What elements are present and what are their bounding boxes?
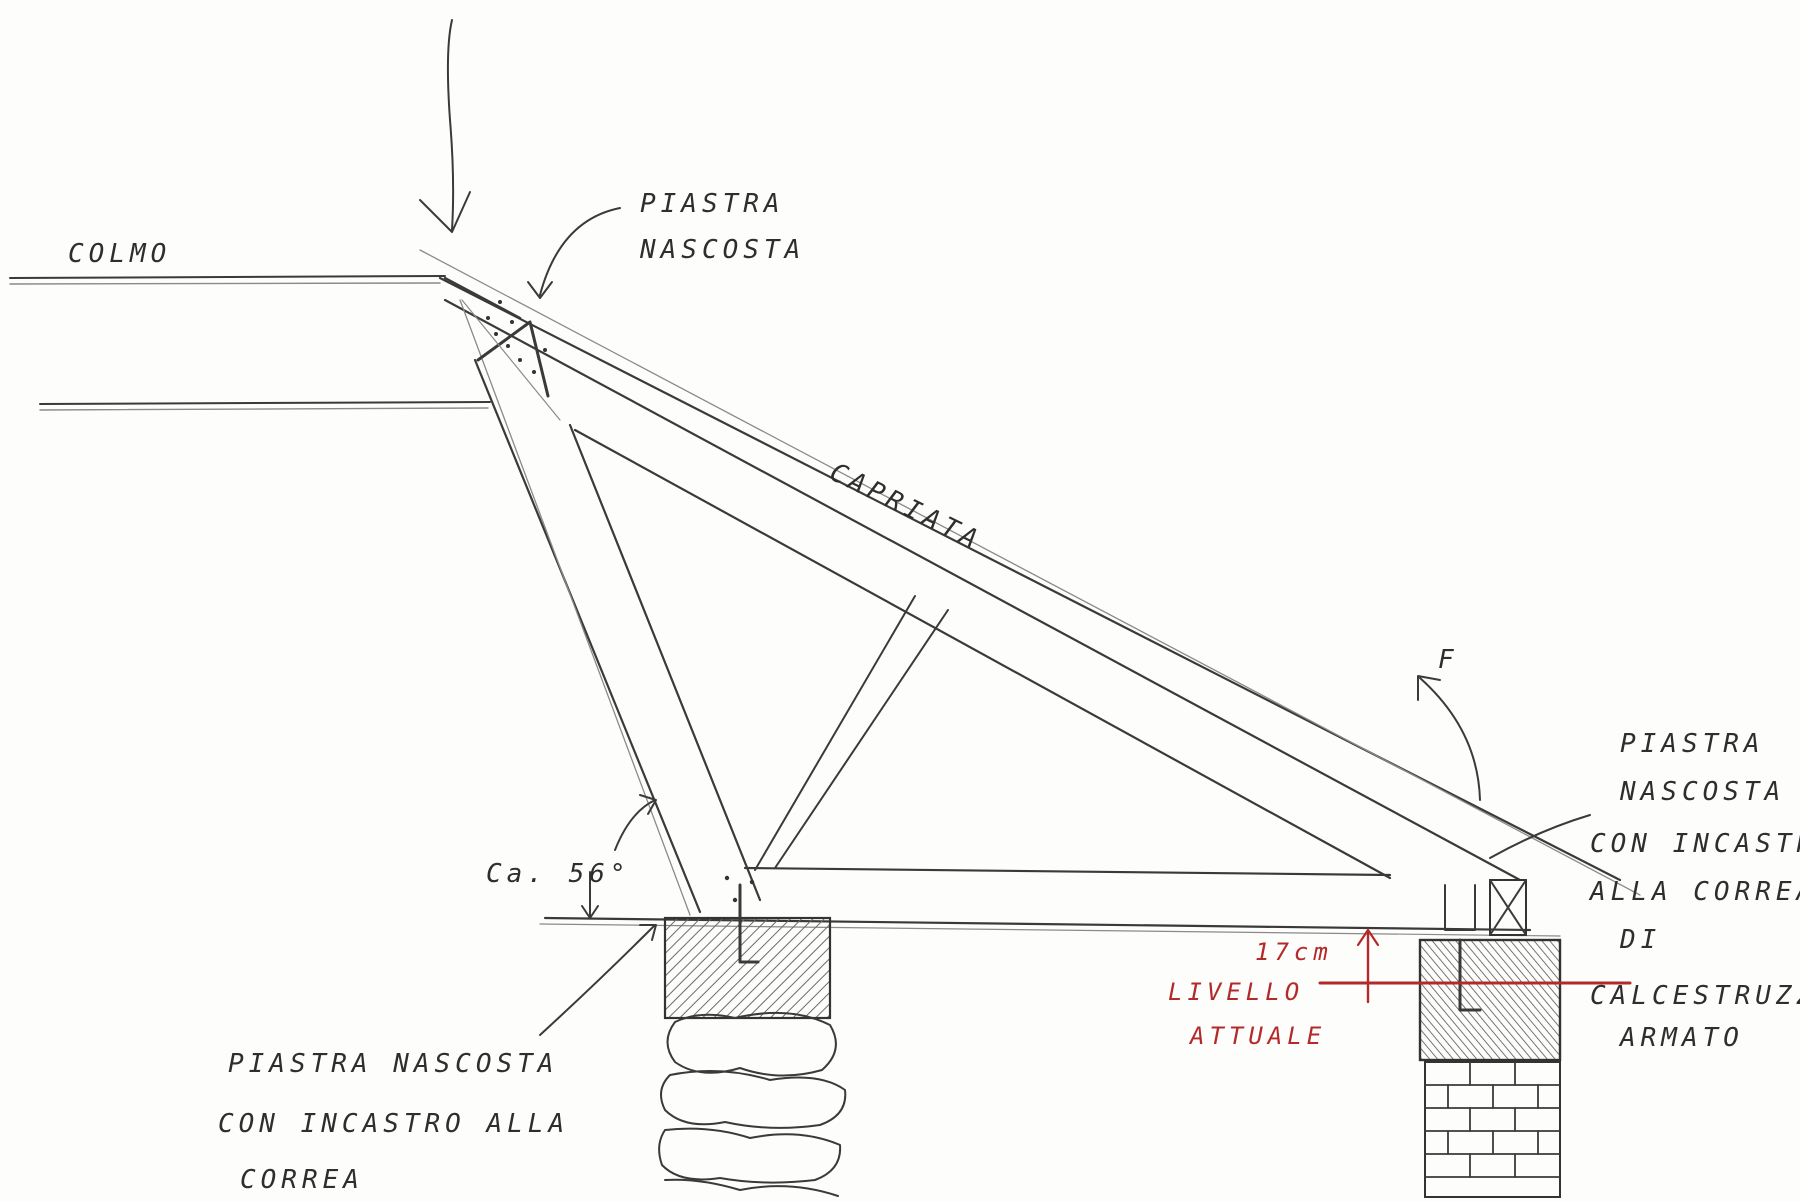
label-piastra-right-5: DI bbox=[1619, 925, 1661, 955]
right-plate-leader bbox=[1489, 814, 1591, 859]
label-piastra-right-2: NASCOSTA bbox=[1619, 777, 1785, 807]
label-piastra-left-2: CON INCASTRO ALLA bbox=[218, 1109, 569, 1139]
label-piastra-right-7: ARMATO bbox=[1618, 1023, 1744, 1053]
left-plate-leader bbox=[539, 924, 656, 1036]
right-footing bbox=[1418, 879, 1562, 1198]
ridge-beam bbox=[9, 275, 491, 411]
label-piastra-left-1: PIASTRA NASCOSTA bbox=[228, 1049, 558, 1079]
label-piastra-right-4: ALLA CORREA bbox=[1588, 877, 1800, 907]
label-capriata: CAPRIATA bbox=[825, 457, 987, 556]
label-piastra-right-6: CALCESTRUZZO bbox=[1590, 981, 1800, 1011]
label-angle: Ca. 56° bbox=[486, 859, 631, 889]
level-line bbox=[1318, 928, 1632, 1004]
hidden-plate-top bbox=[443, 276, 561, 421]
label-dimension: 17cm bbox=[1255, 938, 1333, 966]
brick-wall bbox=[1424, 1061, 1561, 1198]
label-livello-1: LIVELLO bbox=[1168, 978, 1304, 1006]
top-plate-leader bbox=[539, 207, 621, 296]
label-piastra-left-3: CORREA bbox=[240, 1165, 364, 1195]
load-arrow bbox=[419, 19, 471, 233]
truss-rafter bbox=[419, 249, 1641, 896]
label-piastra-top-2: NASCOSTA bbox=[639, 235, 805, 265]
truss-strut bbox=[459, 299, 762, 916]
angle-arrows bbox=[581, 794, 657, 919]
label-colmo: COLMO bbox=[68, 239, 171, 269]
label-force: F bbox=[1438, 645, 1459, 675]
label-piastra-top-1: PIASTRA bbox=[640, 189, 785, 219]
truss-web bbox=[754, 595, 949, 871]
label-piastra-right-3: CON INCASTRO bbox=[1590, 829, 1800, 859]
force-arrow bbox=[1417, 675, 1481, 801]
label-livello-2: ATTUALE bbox=[1188, 1022, 1326, 1050]
label-piastra-right-1: PIASTRA bbox=[1620, 729, 1765, 759]
left-footing bbox=[658, 875, 847, 1197]
